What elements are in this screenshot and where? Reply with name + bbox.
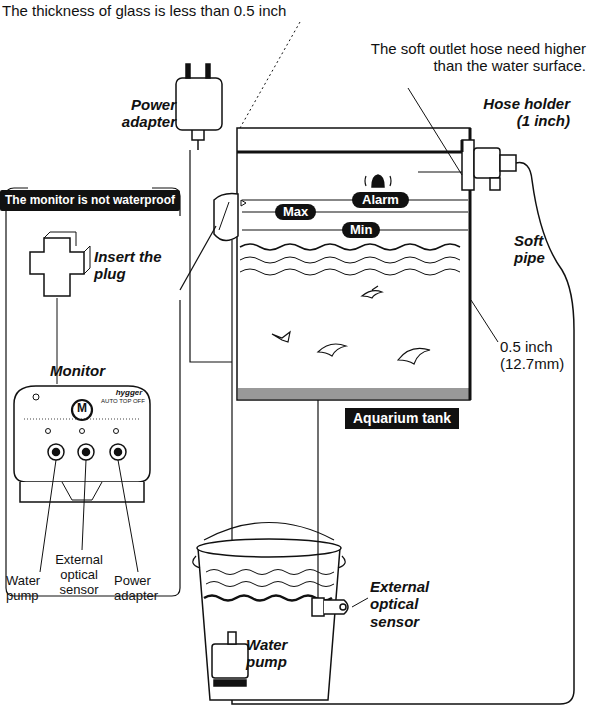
part-name: Power adapter xyxy=(96,96,176,131)
node-text: Min xyxy=(350,222,372,237)
part-name: External optical sensor xyxy=(370,578,470,630)
node-text: Max xyxy=(283,204,308,219)
level-pill: Min xyxy=(342,222,380,238)
dimension: 0.5 inch (12.7mm) xyxy=(500,338,580,373)
node-text: Alarm xyxy=(362,192,399,207)
brand-name: hygger xyxy=(110,388,148,397)
level-pill: Max xyxy=(275,204,316,220)
product-name: AUTO TOP OFF xyxy=(98,398,148,405)
note-text: The thickness of glass is less than 0.5 … xyxy=(2,2,402,19)
part-name: Hose holder (1 inch) xyxy=(470,95,570,130)
note-text: Insert the plug xyxy=(94,248,180,283)
note-text: The soft outlet hose need higher than th… xyxy=(350,40,586,75)
port-name: Power adapter xyxy=(114,574,178,604)
part-name: Soft pipe xyxy=(514,232,570,267)
button-label: M xyxy=(76,402,88,416)
tank-label: Aquarium tank xyxy=(345,408,459,429)
level-pill: Alarm xyxy=(352,192,409,208)
port-name: Water pump xyxy=(6,574,58,604)
part-name: Water pump xyxy=(246,636,306,671)
part-name: Monitor xyxy=(50,362,140,379)
node-text: Aquarium tank xyxy=(353,410,451,426)
warning-box: The monitor is not waterproof xyxy=(0,190,180,211)
node-text: The monitor is not waterproof xyxy=(5,193,175,207)
port-name: External optical sensor xyxy=(44,553,114,598)
